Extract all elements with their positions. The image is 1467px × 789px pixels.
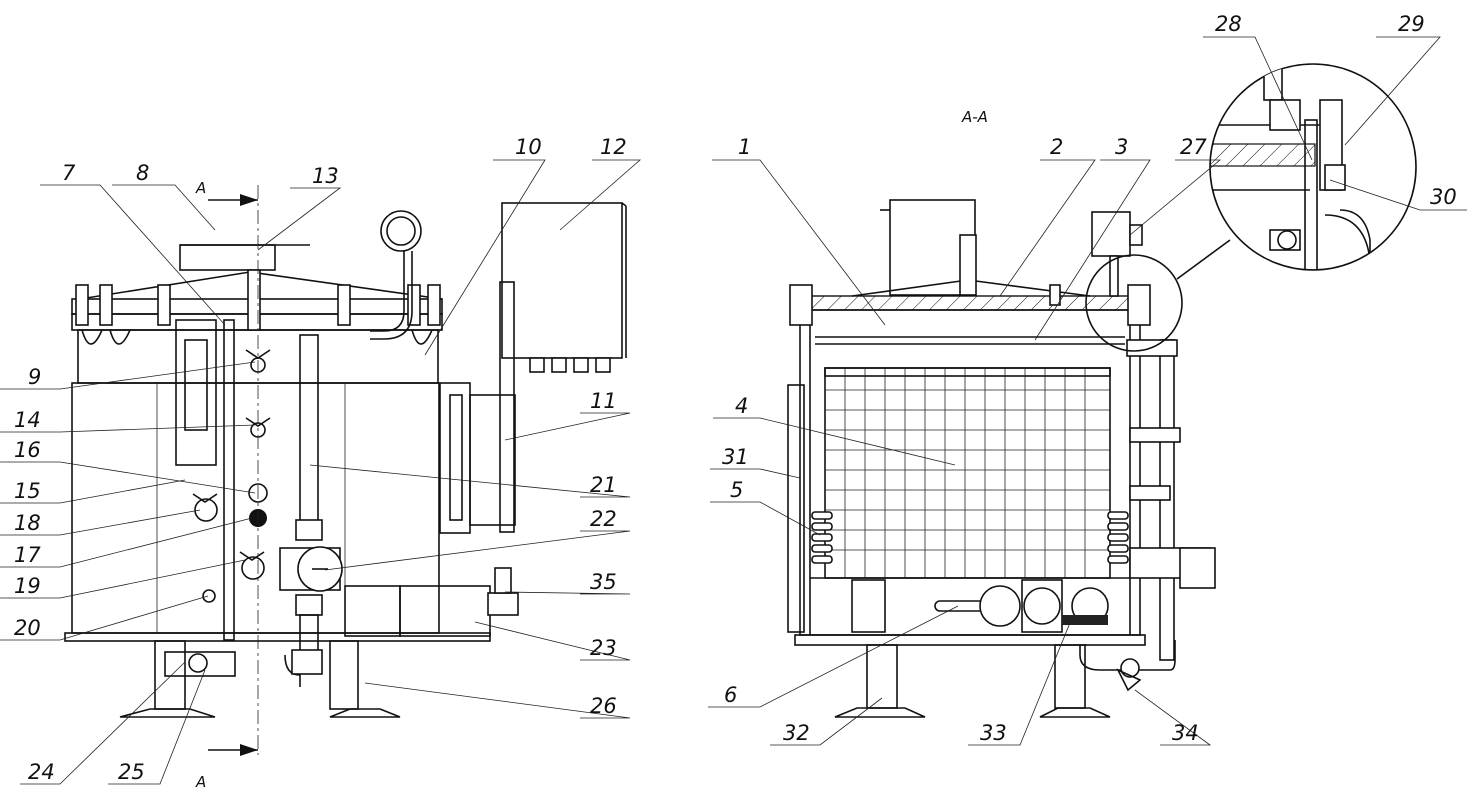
label-20: 20 (14, 616, 41, 640)
label-15: 15 (14, 479, 41, 503)
label-7: 7 (62, 161, 76, 185)
leader-lines (0, 36, 1467, 785)
label-31: 31 (722, 445, 749, 469)
detail-view (1209, 63, 1417, 271)
section-mark-top: A (195, 179, 206, 197)
label-21: 21 (590, 473, 617, 497)
label-27: 27 (1180, 135, 1207, 159)
label-25: 25 (118, 760, 145, 784)
label-13: 13 (312, 164, 339, 188)
label-8: 8 (136, 161, 149, 185)
label-32: 32 (783, 721, 810, 745)
label-34: 34 (1172, 721, 1199, 745)
label-5: 5 (730, 478, 743, 502)
section-mark-bottom: A (195, 773, 206, 789)
label-19: 19 (14, 574, 41, 598)
label-29: 29 (1398, 12, 1425, 36)
basket-grid (825, 368, 1110, 578)
front-view (64, 185, 627, 756)
label-24: 24 (28, 760, 55, 784)
section-title: A-A (961, 108, 988, 126)
label-30: 30 (1430, 185, 1457, 209)
label-6: 6 (724, 683, 737, 707)
label-3: 3 (1115, 135, 1128, 159)
label-16: 16 (14, 438, 41, 462)
label-9: 9 (28, 365, 41, 389)
label-35: 35 (590, 570, 617, 594)
label-4: 4 (735, 394, 748, 418)
label-33: 33 (980, 721, 1007, 745)
part-labels: A-A A A 7 8 13 10 12 9 14 16 15 18 17 19… (14, 12, 1457, 789)
label-12: 12 (600, 135, 627, 159)
label-26: 26 (590, 694, 617, 718)
label-11: 11 (590, 389, 617, 413)
label-17: 17 (14, 543, 41, 567)
section-view (787, 199, 1231, 718)
label-10: 10 (515, 135, 542, 159)
label-2: 2 (1050, 135, 1063, 159)
label-18: 18 (14, 511, 41, 535)
label-28: 28 (1215, 12, 1242, 36)
label-14: 14 (14, 408, 41, 432)
label-22: 22 (590, 507, 617, 531)
label-1: 1 (738, 135, 751, 159)
label-23: 23 (590, 636, 617, 660)
